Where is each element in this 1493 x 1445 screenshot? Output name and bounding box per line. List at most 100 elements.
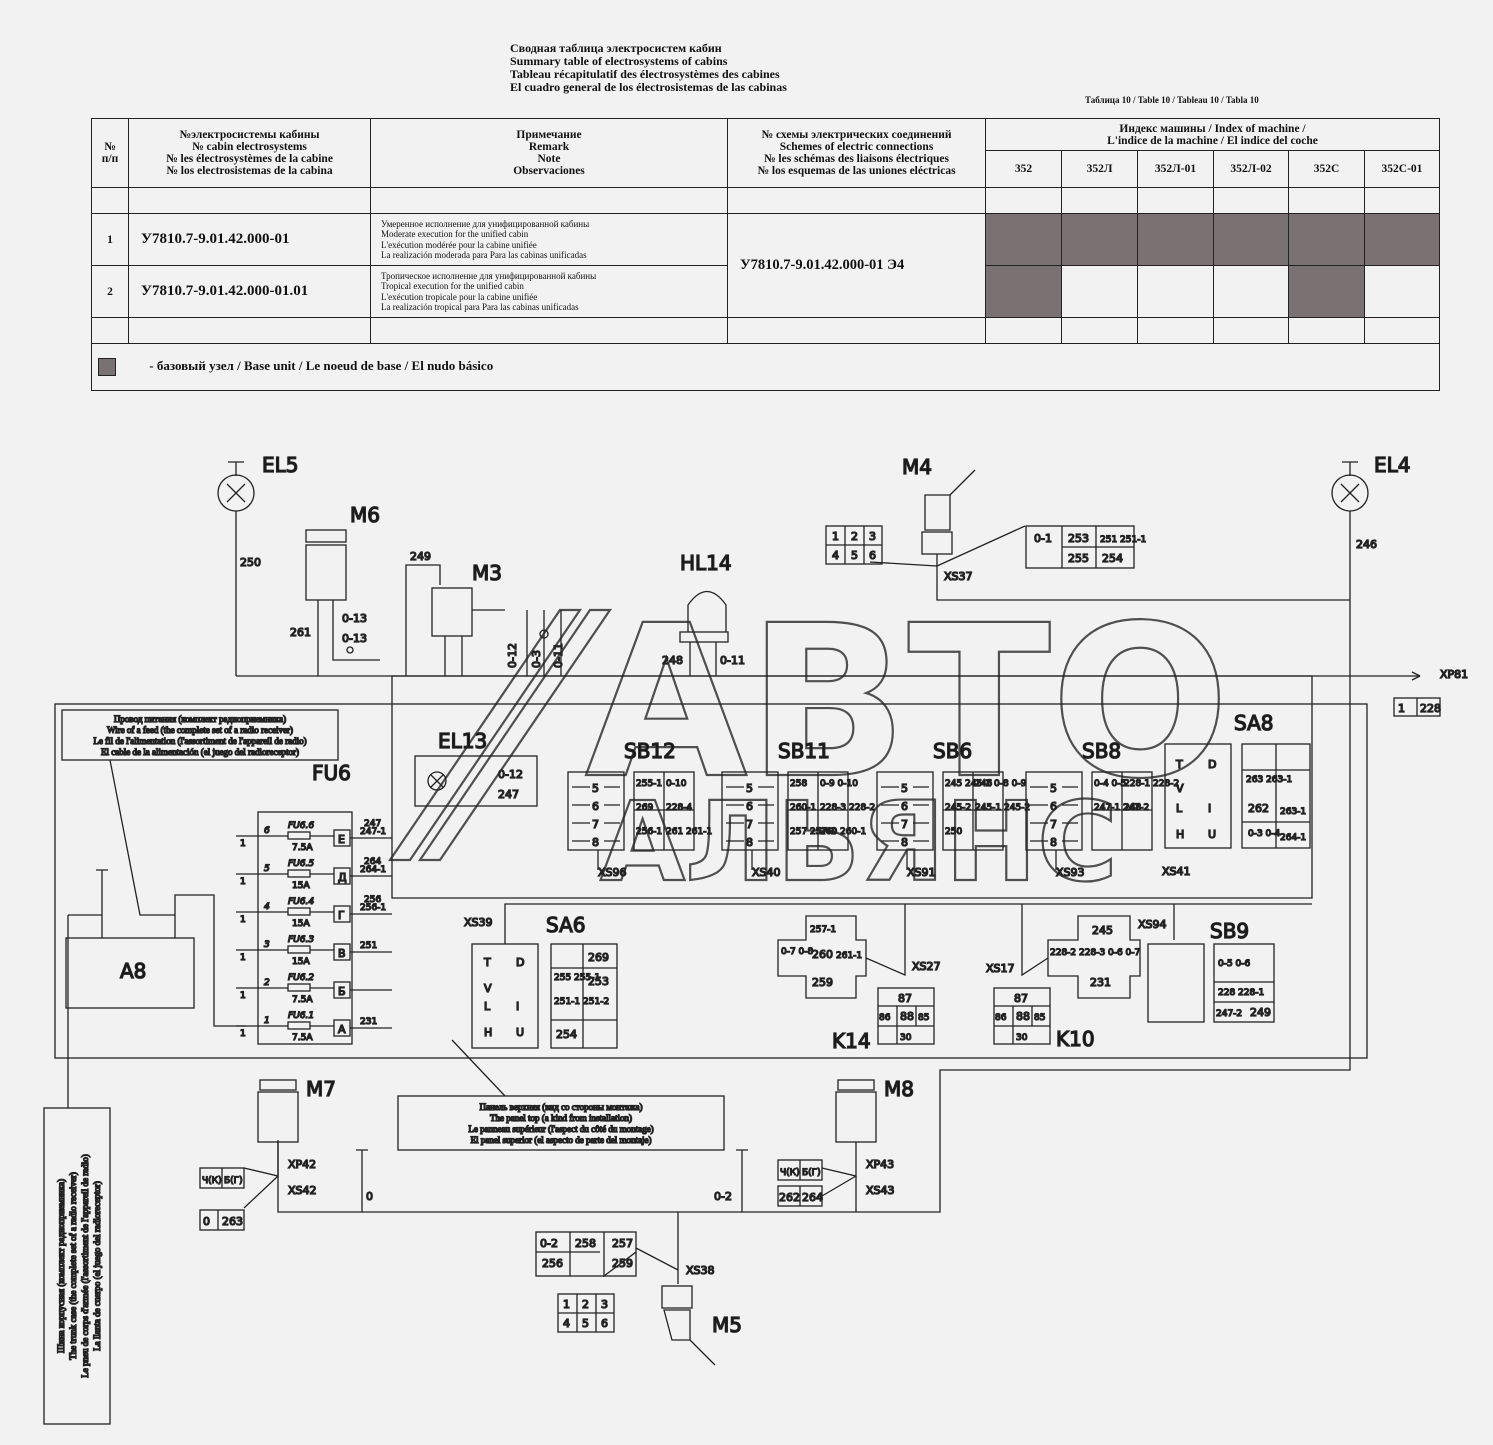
svg-text:1: 1 — [240, 915, 246, 925]
svg-text:T: T — [483, 956, 491, 969]
label-xs94: XS94 — [1138, 918, 1167, 931]
svg-text:15A: 15A — [292, 881, 310, 891]
motor-m8: M8 XP43 XS43 Ч(К) Б(Г) 262 264 0-2 — [713, 1076, 915, 1212]
svg-text:The trunk case (the complete s: The trunk case (the complete set of a ra… — [68, 1172, 78, 1360]
base-cell — [1288, 265, 1365, 318]
svg-text:FU6.4: FU6.4 — [288, 897, 314, 907]
label-xs: XS91 — [907, 866, 936, 879]
wire-label: 250 — [240, 556, 261, 569]
label-xs43: XS43 — [866, 1184, 895, 1197]
svg-text:4: 4 — [563, 1317, 570, 1330]
svg-text:6: 6 — [264, 826, 270, 836]
base-cell — [985, 265, 1062, 318]
base-cell — [1061, 265, 1138, 318]
svg-text:228-1 228-2: 228-1 228-2 — [1124, 779, 1179, 789]
model-header: 352Л-01 — [1137, 150, 1214, 188]
svg-text:86: 86 — [995, 1013, 1007, 1023]
row-note: Умеренное исполнение для унифицированной… — [370, 213, 728, 266]
motor-m3: M3 249 — [405, 549, 505, 676]
svg-text:0-3 0-4: 0-3 0-4 — [1248, 829, 1281, 839]
svg-text:256-1: 256-1 — [636, 827, 662, 837]
svg-text:258: 258 — [575, 1237, 596, 1250]
svg-text:253: 253 — [1068, 532, 1089, 545]
svg-text:245-2: 245-2 — [945, 803, 971, 813]
title-line-fr: Tableau récapitulatif des électrosystème… — [510, 67, 780, 81]
svg-text:Б(Г): Б(Г) — [802, 1168, 821, 1178]
svg-text:255: 255 — [1068, 552, 1089, 565]
svg-text:228: 228 — [1420, 702, 1441, 715]
base-cell — [1288, 213, 1365, 266]
svg-text:В: В — [338, 947, 346, 960]
note-trunk: Шина корпусная (комплект радиоприемника)… — [43, 1107, 111, 1425]
svg-text:8: 8 — [592, 836, 599, 849]
svg-text:V: V — [1176, 782, 1184, 795]
note-panel-top: Панель верхняя (вид со стороны монтажа) … — [397, 1039, 725, 1151]
svg-text:256-1: 256-1 — [360, 903, 386, 913]
svg-text:87: 87 — [1014, 992, 1028, 1005]
svg-text:6: 6 — [1050, 800, 1057, 813]
base-cell — [1061, 213, 1138, 266]
svg-text:0-2: 0-2 — [540, 1237, 558, 1250]
svg-text:Е: Е — [338, 833, 345, 846]
svg-text:8: 8 — [901, 836, 908, 849]
svg-text:FU6.2: FU6.2 — [288, 973, 314, 983]
label-m7: M7 — [306, 1077, 336, 1101]
svg-text:87: 87 — [898, 992, 912, 1005]
legend-row: - базовый узел / Base unit / Le noeud de… — [91, 343, 1440, 391]
wire-label: 0-12 — [498, 768, 523, 781]
svg-text:2: 2 — [264, 978, 270, 988]
svg-text:1: 1 — [240, 991, 246, 1001]
watermark-alyans: АЛЬЯНС — [600, 778, 1118, 906]
switch-sb9: XS94 SB9 0-5 0-6 228 228-1 247-2 249 — [1137, 904, 1275, 1023]
label-xs: XS40 — [752, 866, 781, 879]
svg-text:7.5A: 7.5A — [292, 1033, 313, 1043]
wire-label: 0-13 — [342, 612, 367, 625]
base-cell — [1213, 213, 1289, 266]
svg-text:L: L — [484, 1000, 491, 1013]
svg-text:246: 246 — [975, 779, 992, 789]
svg-text:257: 257 — [612, 1237, 633, 1250]
svg-text:1: 1 — [240, 1029, 246, 1039]
svg-text:V: V — [484, 982, 492, 995]
switch-cluster: 0-12 0-3 0-11 — [505, 610, 566, 676]
svg-text:8: 8 — [1050, 836, 1057, 849]
watermark-avto: АВТО — [585, 580, 1229, 825]
label-xs41: XS41 — [1162, 865, 1191, 878]
svg-text:5: 5 — [582, 1317, 589, 1330]
svg-text:7: 7 — [901, 818, 908, 831]
svg-text:La llanta de cuerpo (el juego: La llanta de cuerpo (el juego del radior… — [92, 1181, 102, 1351]
svg-text:Б: Б — [338, 985, 346, 998]
svg-text:0-4 0-5: 0-4 0-5 — [1094, 779, 1126, 789]
note-feed-wire: Провод питания (комплект радиоприемника)… — [61, 709, 339, 916]
svg-text:0-10: 0-10 — [666, 779, 687, 789]
label-xs: XS93 — [1056, 866, 1085, 879]
svg-text:6: 6 — [746, 800, 753, 813]
svg-text:U: U — [1208, 828, 1216, 841]
wire-label: 247 — [498, 788, 519, 801]
motor-m6: M6 261 0-13 0-13 — [289, 502, 381, 676]
motor-m7: M7 XP42 XS42 Ч(К) Б(Г) 0 263 0 — [199, 1076, 374, 1231]
label-m8: M8 — [884, 1077, 914, 1101]
model-header: 352С — [1288, 150, 1365, 188]
svg-text:15A: 15A — [292, 919, 310, 929]
wire-label: 256 — [364, 895, 381, 905]
svg-text:247-2: 247-2 — [1216, 1009, 1242, 1019]
svg-text:6: 6 — [869, 549, 876, 562]
svg-text:88: 88 — [1016, 1010, 1030, 1023]
svg-text:5: 5 — [264, 864, 270, 874]
lamp-el4: EL4 246 — [1331, 452, 1411, 676]
label-xs17: XS17 — [986, 962, 1015, 975]
diagram-title: Сводная таблица электросистем кабин Summ… — [510, 42, 787, 94]
svg-text:251-1 251-2: 251-1 251-2 — [554, 997, 609, 1007]
svg-text:4: 4 — [264, 902, 270, 912]
svg-text:262: 262 — [1248, 802, 1269, 815]
label-el5: EL5 — [262, 453, 299, 477]
svg-text:5: 5 — [851, 549, 858, 562]
label-xs27: XS27 — [912, 960, 941, 973]
svg-text:269: 269 — [636, 803, 653, 813]
svg-text:H: H — [484, 1026, 492, 1039]
